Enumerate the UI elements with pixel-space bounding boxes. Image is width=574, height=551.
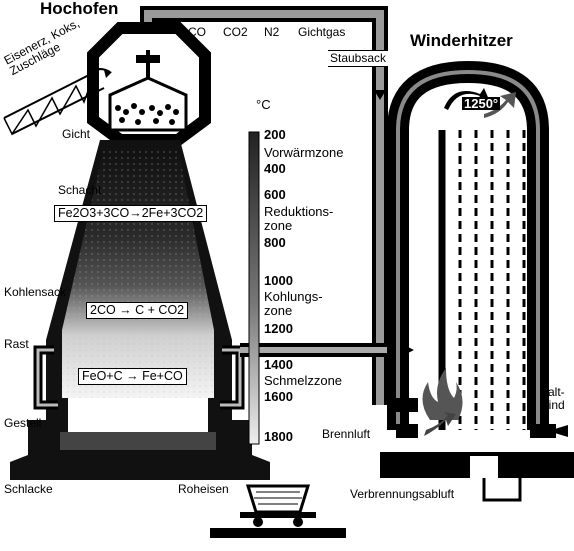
skip-incline — [3, 68, 112, 136]
reaction-reduction: Fe2O3+3CO→2Fe+3CO2 — [54, 205, 208, 222]
label-brennluft: Brennluft — [322, 427, 371, 441]
scale-1200: 1200 — [264, 321, 293, 336]
stove-shell — [387, 60, 549, 430]
title-hochofen: Hochofen — [40, 0, 119, 18]
scale-1000: 1000 — [264, 273, 293, 288]
scale-800: 800 — [264, 235, 286, 250]
label-gestell: Gestell — [4, 416, 42, 430]
kaltwind-inlet — [530, 424, 556, 438]
label-verbrennungsabluft: Verbrennungsabluft — [350, 487, 455, 501]
gas-gichtgas: Gichtgas — [298, 25, 346, 39]
gas-flow-arrow — [374, 90, 386, 100]
hearth — [68, 398, 208, 432]
label-kohlensack: Kohlensack — [4, 285, 67, 299]
checker-bricks — [458, 130, 526, 430]
dome-flow-arrows — [444, 88, 490, 110]
scale-200: 200 — [264, 127, 286, 142]
zone-kohlung: Kohlungs-zone — [264, 289, 323, 318]
label-kaltwind: Kalt-wind — [540, 385, 565, 412]
scale-unit: °C — [256, 97, 271, 112]
scale-1800: 1800 — [264, 429, 293, 444]
label-roheisen: Roheisen — [178, 482, 229, 496]
pig-iron-car — [210, 484, 346, 538]
label-schlacke: Schlacke — [4, 482, 53, 496]
gas-co2: CO2 — [223, 25, 248, 39]
scale-1400: 1400 — [264, 357, 293, 372]
scale-1600: 1600 — [264, 389, 293, 404]
scale-400: 400 — [264, 161, 286, 176]
reaction-melting: FeO+C → Fe+CO — [78, 368, 187, 385]
gas-co: CO — [188, 25, 206, 39]
scale-600: 600 — [264, 187, 286, 202]
charge-pieces — [115, 103, 179, 125]
gas-n2: N2 — [264, 25, 280, 39]
flame-icon — [422, 368, 463, 420]
label-gicht: Gicht — [62, 127, 91, 141]
exhaust-pipe — [482, 478, 522, 502]
title-winderhitzer: Winderhitzer — [410, 31, 513, 50]
zone-schmelz: Schmelzzone — [264, 373, 343, 388]
label-staubsack: Staubsack — [328, 50, 389, 67]
brennluft-inlet — [396, 424, 418, 438]
label-schacht: Schacht — [58, 183, 102, 197]
bell-charger — [108, 76, 188, 132]
temperature-scale-bar — [248, 131, 260, 445]
zone-vorwaerm: Vorwärmzone — [264, 145, 344, 160]
label-rast: Rast — [4, 337, 29, 351]
label-dome-temperature: 1250° — [462, 96, 501, 111]
zone-reduktion: Reduktions-zone — [264, 204, 334, 233]
reaction-carburization: 2CO → C + CO2 — [86, 302, 189, 319]
